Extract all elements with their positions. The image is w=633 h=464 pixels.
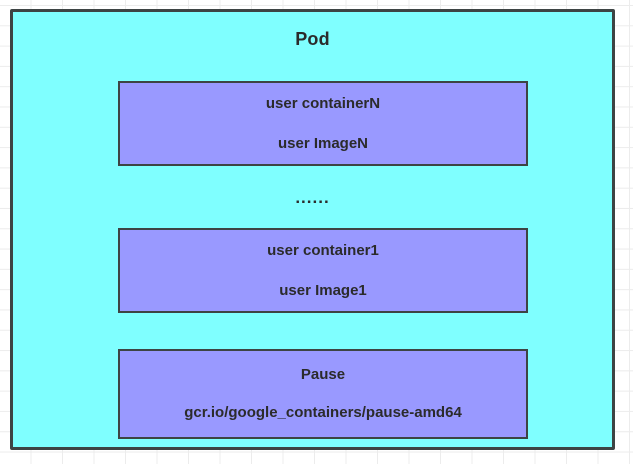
- container-name-label: user containerN: [265, 94, 381, 112]
- container-box-user-container1: user container1 user Image1: [118, 228, 528, 313]
- container-name-label: user container1: [267, 241, 379, 259]
- container-image-label: gcr.io/google_containers/pause-amd64: [184, 404, 462, 421]
- container-box-user-containerN: user containerN user ImageN: [118, 81, 528, 166]
- pod-title: Pod: [295, 29, 330, 49]
- pod-container-box: Pod user containerN user ImageN ...... u…: [10, 9, 615, 450]
- container-name-label: Pause: [300, 366, 346, 383]
- container-image-label: user ImageN: [277, 134, 369, 152]
- container-image-label: user Image1: [279, 281, 367, 299]
- ellipsis-separator: ......: [295, 188, 330, 207]
- container-box-pause: Pause gcr.io/google_containers/pause-amd…: [118, 349, 528, 439]
